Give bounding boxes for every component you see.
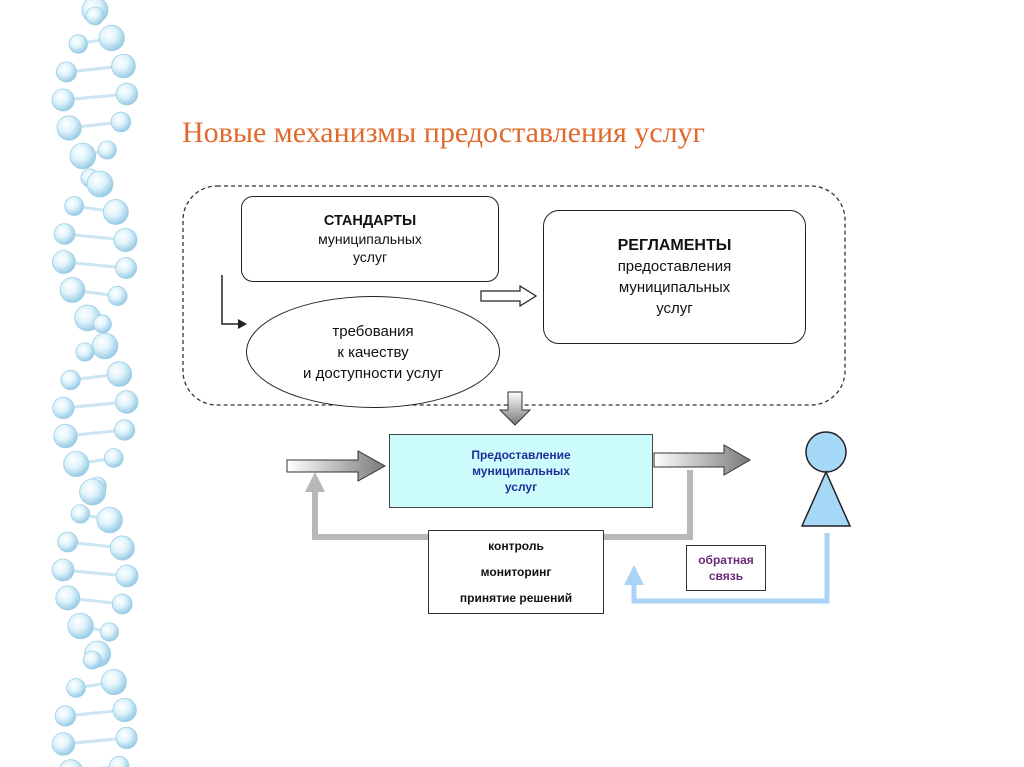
dna-bead bbox=[70, 504, 90, 524]
dna-bead bbox=[109, 535, 135, 561]
dna-bead bbox=[113, 227, 138, 253]
dna-bead bbox=[111, 593, 133, 615]
dna-bead bbox=[75, 342, 95, 362]
dna-bead bbox=[56, 115, 82, 141]
output-arrow bbox=[653, 444, 752, 476]
dna-bead bbox=[115, 564, 139, 588]
dna-bead bbox=[115, 82, 139, 106]
requirements-line-3: и доступности услуг bbox=[303, 364, 443, 382]
feedback-line-2: связь bbox=[708, 569, 744, 583]
person-figure-icon bbox=[800, 431, 852, 527]
dna-bead bbox=[59, 277, 86, 303]
dna-bead bbox=[115, 726, 138, 750]
dna-bead bbox=[67, 612, 94, 640]
dna-bead bbox=[55, 585, 81, 611]
dna-bead bbox=[51, 732, 76, 756]
dna-bead bbox=[52, 250, 76, 274]
provision-line-1: Предоставление bbox=[471, 448, 571, 462]
standards-heading: СТАНДАРТЫ bbox=[323, 213, 417, 229]
control-loop-arrowhead bbox=[305, 472, 325, 492]
feedback-box: обратная связь bbox=[686, 545, 766, 591]
dna-bead bbox=[98, 24, 125, 52]
slide-title: Новые механизмы предоставления услуг bbox=[182, 116, 705, 149]
regulations-box: РЕГЛАМЕНТЫ предоставления муниципальных … bbox=[543, 210, 806, 344]
requirements-line-1: требования bbox=[332, 322, 414, 340]
control-line-2: мониторинг bbox=[480, 565, 552, 579]
provision-line-3: услуг bbox=[504, 480, 538, 494]
dna-bead bbox=[110, 111, 132, 133]
dna-bead bbox=[63, 450, 90, 478]
dna-bead bbox=[53, 223, 76, 245]
requirements-line-2: к качеству bbox=[337, 343, 409, 361]
dna-bead bbox=[86, 170, 114, 198]
regulations-line-4: услуг bbox=[656, 300, 693, 317]
standards-line-2: муниципальных bbox=[318, 231, 422, 247]
standards-to-requirements-arrowhead bbox=[238, 319, 247, 329]
dna-bead bbox=[107, 286, 128, 306]
dna-bead bbox=[60, 369, 81, 391]
dna-bead bbox=[115, 257, 138, 279]
requirements-to-regulations-arrow bbox=[480, 284, 538, 308]
control-line-3: принятие решений bbox=[459, 591, 573, 605]
regulations-line-3: муниципальных bbox=[618, 279, 731, 296]
dna-bead bbox=[66, 678, 86, 698]
dna-bead bbox=[82, 650, 102, 670]
feedback-line-1: обратная bbox=[698, 553, 754, 567]
control-line-1: контроль bbox=[488, 539, 544, 553]
dna-bead bbox=[100, 668, 127, 696]
dna-bead bbox=[69, 142, 97, 170]
feedback-loop-arrowhead bbox=[624, 565, 644, 585]
dna-bead bbox=[106, 361, 133, 387]
dna-bead bbox=[113, 419, 136, 441]
dna-bead bbox=[53, 423, 78, 449]
dna-bead bbox=[112, 697, 137, 723]
standards-line-3: услуг bbox=[352, 249, 388, 265]
group-to-provision-arrow bbox=[498, 391, 532, 426]
input-arrow bbox=[286, 450, 387, 482]
dna-bead bbox=[102, 199, 129, 225]
dna-bead bbox=[109, 755, 130, 767]
dna-bead bbox=[114, 390, 139, 414]
dna-bead bbox=[97, 140, 117, 160]
dna-strand-decoration bbox=[51, 0, 139, 767]
control-box: контроль мониторинг принятие решений bbox=[428, 530, 604, 614]
provision-line-2: муниципальных bbox=[472, 464, 570, 478]
service-provision-box: Предоставление муниципальных услуг bbox=[389, 434, 653, 508]
dna-bead bbox=[111, 53, 136, 79]
dna-bead bbox=[68, 34, 88, 54]
regulations-heading: РЕГЛАМЕНТЫ bbox=[617, 237, 732, 254]
dna-bead bbox=[85, 6, 105, 26]
standards-to-requirements-connector bbox=[221, 275, 240, 325]
feedback-loop-line bbox=[631, 533, 830, 604]
dna-bead bbox=[54, 705, 77, 727]
regulations-line-2: предоставления bbox=[617, 258, 732, 275]
dna-bead bbox=[51, 88, 75, 112]
dna-bead bbox=[55, 61, 77, 83]
dna-bead bbox=[51, 558, 75, 582]
dna-bead bbox=[64, 196, 85, 216]
dna-bead bbox=[52, 396, 75, 420]
standards-box: СТАНДАРТЫ муниципальных услуг bbox=[241, 196, 499, 282]
dna-bead bbox=[79, 478, 107, 506]
dna-bead bbox=[99, 622, 120, 642]
dna-bead bbox=[59, 759, 83, 767]
requirements-ellipse: требования к качеству и доступности услу… bbox=[246, 296, 500, 408]
dna-bead bbox=[96, 506, 123, 534]
dna-bead bbox=[57, 531, 79, 553]
dna-bead bbox=[103, 448, 124, 468]
